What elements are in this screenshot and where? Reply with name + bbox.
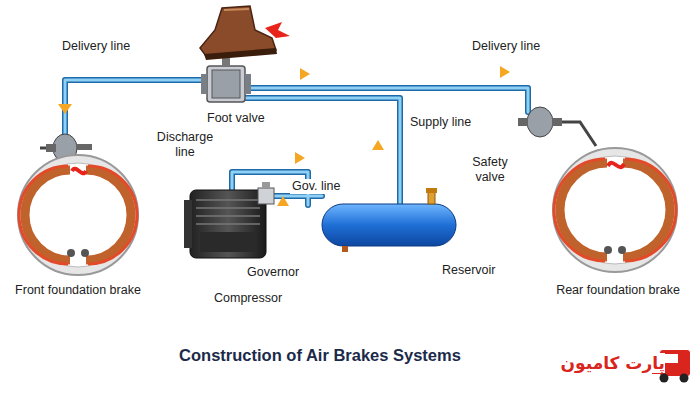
pipe-label: Gov. line — [290, 179, 342, 194]
label-anchor: Supply line — [408, 112, 508, 130]
part-label: Governor — [245, 265, 301, 280]
part-label: Front foundation brake — [13, 283, 143, 298]
pipe-label: Discharge line — [150, 130, 220, 160]
title-anchor: Construction of Air Brakes Systems — [0, 346, 640, 365]
label-anchor: Safety valve — [460, 155, 520, 185]
governor — [258, 182, 274, 204]
pipe-label: Delivery line — [470, 39, 542, 54]
compressor — [184, 190, 266, 258]
label-anchor: Compressor — [212, 288, 322, 306]
part-label: Rear foundation brake — [554, 283, 682, 298]
air-pipes — [65, 80, 528, 205]
diagram-title: Construction of Air Brakes Systems — [177, 346, 463, 365]
label-anchor: Front foundation brake — [8, 280, 148, 298]
rear-brake-chamber — [518, 107, 596, 146]
foot-valve — [201, 54, 251, 102]
label-anchor: Reservoir — [440, 260, 530, 278]
part-label: Foot valve — [205, 111, 267, 126]
label-anchor: Delivery line — [60, 36, 180, 54]
label-anchor: Rear foundation brake — [548, 280, 688, 298]
pipe-label: Supply line — [408, 115, 473, 130]
reservoir — [322, 188, 456, 252]
label-anchor: Gov. line — [290, 176, 370, 194]
front-brake-drum — [18, 155, 138, 275]
driver-foot — [200, 6, 290, 60]
label-anchor: Discharge line — [150, 130, 220, 160]
part-label: Safety valve — [460, 155, 520, 185]
label-anchor: پارت کامیون — [505, 353, 665, 373]
part-label: Reservoir — [440, 263, 498, 278]
pipe-label: Delivery line — [60, 39, 132, 54]
part-label: Compressor — [212, 291, 284, 306]
label-anchor: Foot valve — [205, 108, 305, 126]
label-anchor: Governor — [245, 262, 335, 280]
watermark-text: پارت کامیون — [561, 353, 665, 373]
label-anchor: Delivery line — [470, 36, 590, 54]
rear-brake-drum — [553, 148, 677, 272]
